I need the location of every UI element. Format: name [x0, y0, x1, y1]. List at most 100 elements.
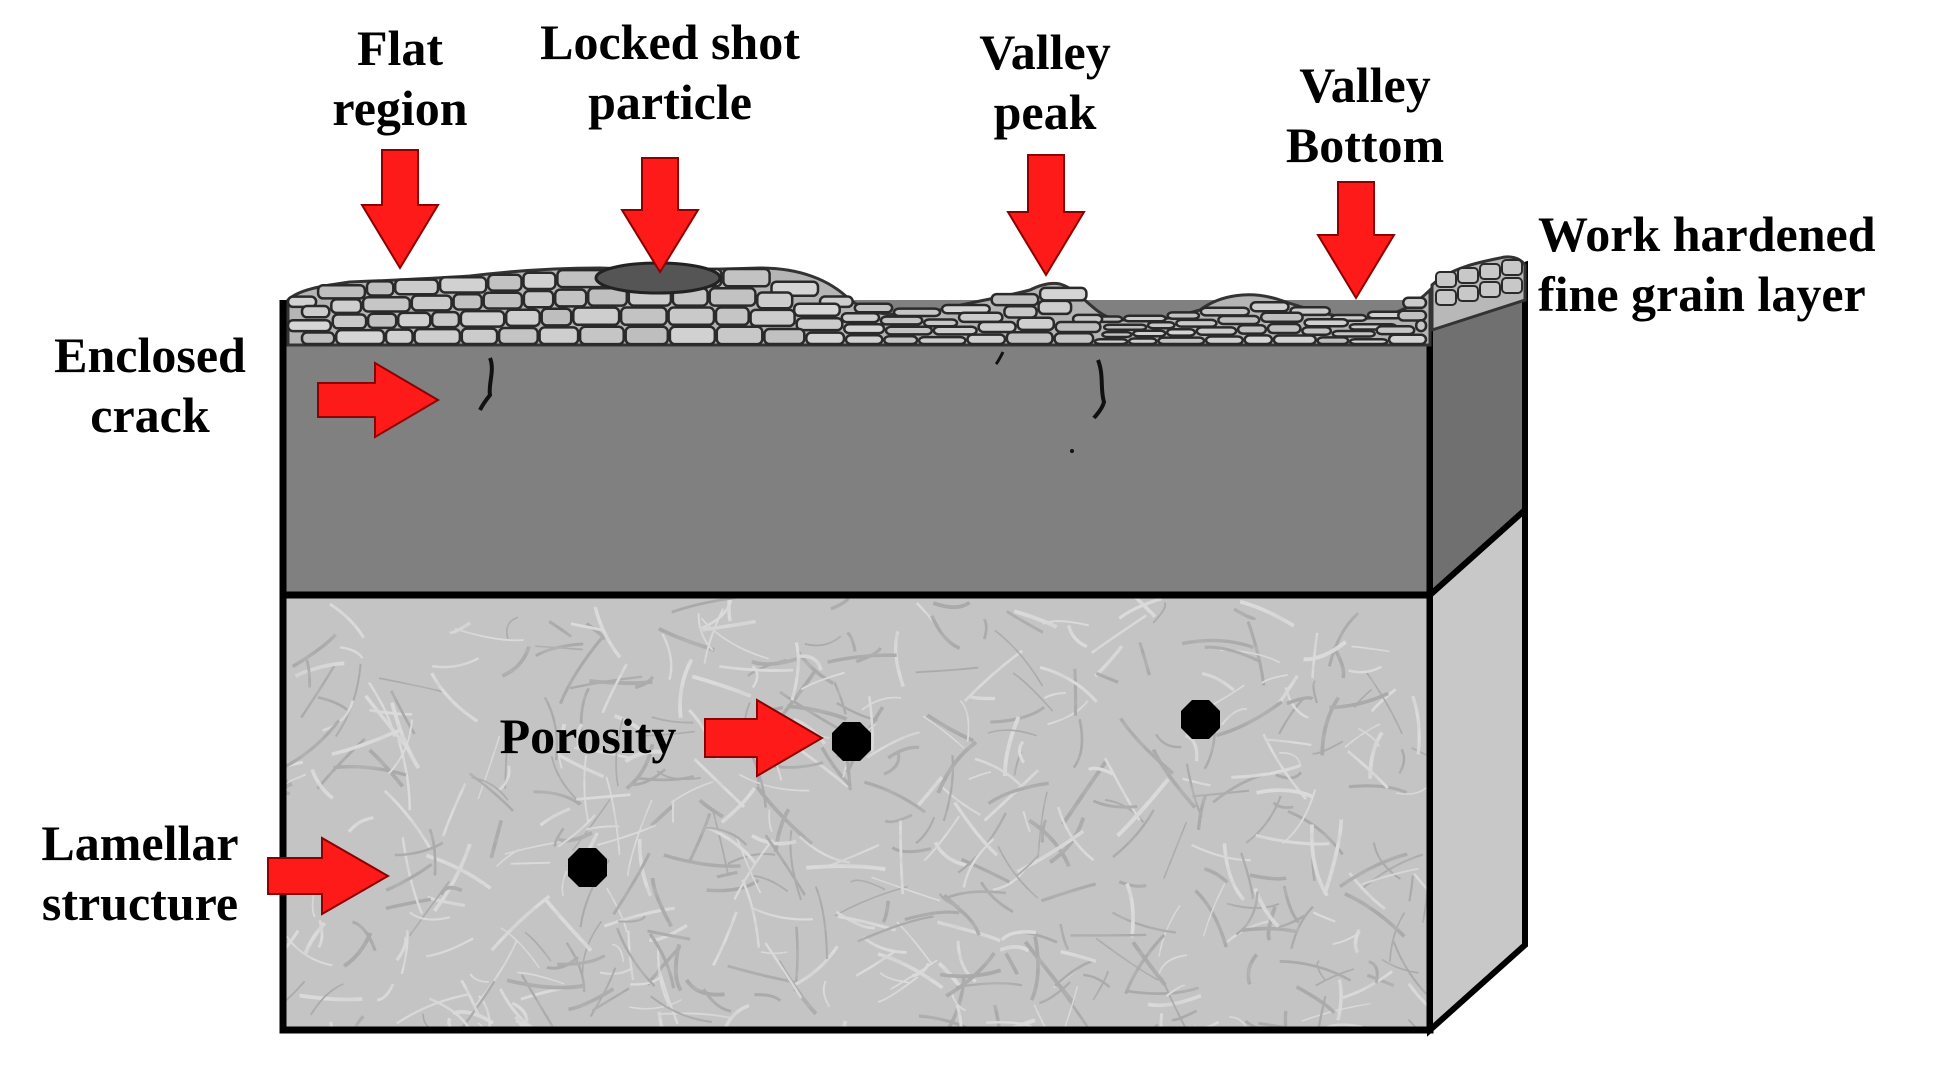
label-flat-region-line1: Flat	[356, 20, 444, 76]
grain-cell	[1053, 332, 1095, 346]
grain-cell	[853, 302, 894, 314]
grain-cell	[460, 327, 499, 346]
lamellar-stroke	[1070, 1028, 1075, 1030]
grain-cell	[792, 302, 841, 318]
label-locked-shot-line1: Locked shot	[540, 14, 800, 70]
grain-cell	[715, 325, 764, 346]
grain-cell	[1301, 326, 1333, 336]
grain-cell	[1243, 334, 1274, 346]
arrow-lamellar	[267, 836, 391, 916]
grain-cell	[430, 310, 461, 329]
enclosed-crack-1	[478, 357, 494, 411]
grain-cell	[1175, 318, 1218, 328]
side-grain-cell	[1479, 263, 1501, 280]
label-work-hardened-line1: Work hardened	[1538, 206, 1876, 262]
grain-cell	[1348, 337, 1389, 346]
grain-cell	[497, 326, 539, 346]
grain-cell	[331, 313, 368, 330]
grain-cell	[1123, 314, 1167, 323]
grain-cell	[763, 327, 806, 346]
label-lamellar-line2: structure	[41, 875, 239, 931]
grain-cell	[840, 311, 881, 324]
grain-cell	[805, 331, 846, 346]
grain-cells	[286, 267, 1428, 346]
grain-cell	[504, 308, 541, 328]
grain-cell	[917, 335, 967, 346]
grain-cell	[522, 289, 555, 309]
grain-cell	[1195, 326, 1238, 336]
arrow-valley-bottom	[1316, 181, 1396, 300]
grain-cell	[932, 325, 978, 336]
grain-cell	[286, 318, 333, 333]
lamellar-stroke	[283, 698, 284, 701]
grain-cell	[1375, 325, 1416, 336]
upper-layer	[283, 300, 1430, 595]
grain-cell	[522, 271, 557, 291]
grain-cell	[410, 294, 453, 312]
label-enclosed-crack-line2: crack	[90, 387, 210, 443]
arrow-locked-shot	[620, 157, 700, 274]
grain-cell	[365, 280, 395, 297]
grain-cell	[361, 296, 412, 313]
label-porosity-text: Porosity	[499, 708, 677, 764]
label-valley-peak-line1: Valley	[979, 24, 1111, 80]
side-grain-cell	[1435, 271, 1457, 288]
label-locked-shot: Locked shot particle	[505, 12, 835, 132]
grain-cell	[1005, 330, 1054, 346]
grain-cell	[884, 325, 934, 336]
grain-cell	[538, 326, 580, 346]
grain-cell	[843, 323, 886, 335]
enclosed-crack-3	[994, 351, 1005, 366]
label-valley-bottom: Valley Bottom	[1265, 55, 1465, 175]
side-grain-cell	[1501, 259, 1523, 276]
grain-cell	[1387, 333, 1428, 346]
grain-cell	[438, 276, 488, 294]
grain-cell	[1204, 335, 1244, 346]
grain-cell	[482, 291, 524, 310]
grain-cell	[1132, 329, 1167, 338]
label-lamellar-line1: Lamellar	[41, 815, 239, 871]
grain-cell	[1165, 328, 1197, 337]
grain-cell	[756, 291, 794, 310]
label-valley-peak-line2: peak	[993, 84, 1097, 140]
arrow-valley-peak	[1006, 154, 1086, 277]
grain-cell	[572, 306, 621, 327]
grain-cell	[619, 306, 668, 327]
grain-cell	[624, 325, 670, 346]
grain-cell	[578, 325, 625, 346]
grain-cell	[708, 287, 757, 307]
grain-cell	[714, 306, 750, 327]
crack-dot	[1070, 449, 1074, 453]
grain-cell	[452, 293, 483, 311]
porosity-dot-2	[1181, 700, 1220, 739]
label-flat-region-line2: region	[332, 80, 468, 136]
grain-cell	[330, 298, 363, 315]
grain-cell	[1414, 319, 1428, 333]
grain-cell	[1259, 311, 1304, 324]
label-porosity: Porosity	[478, 706, 698, 766]
grain-cell	[1366, 310, 1403, 320]
side-grain-cell	[1501, 277, 1523, 294]
side-grain-cells	[1435, 259, 1523, 306]
grain-cell	[540, 307, 573, 327]
label-locked-shot-line2: particle	[588, 74, 752, 130]
side-grain-cell	[1457, 267, 1479, 284]
label-enclosed-crack-line1: Enclosed	[54, 327, 246, 383]
grain-cell	[1037, 299, 1073, 316]
grain-cell	[892, 307, 942, 318]
label-lamellar: Lamellar structure	[15, 813, 265, 933]
grain-cell	[413, 327, 462, 346]
grain-cell	[990, 292, 1040, 307]
grain-cell	[966, 333, 1007, 346]
arrow-enclosed-crack	[317, 361, 440, 439]
grain-cell	[667, 306, 716, 327]
label-valley-bottom-line1: Valley	[1299, 57, 1431, 113]
grain-cell	[1157, 336, 1206, 346]
grain-cell	[316, 283, 367, 300]
lamellar-noise	[283, 595, 1430, 1030]
porosity-dot-3	[568, 848, 607, 887]
grain-cell	[1038, 286, 1088, 302]
grain-cell	[1316, 336, 1350, 346]
